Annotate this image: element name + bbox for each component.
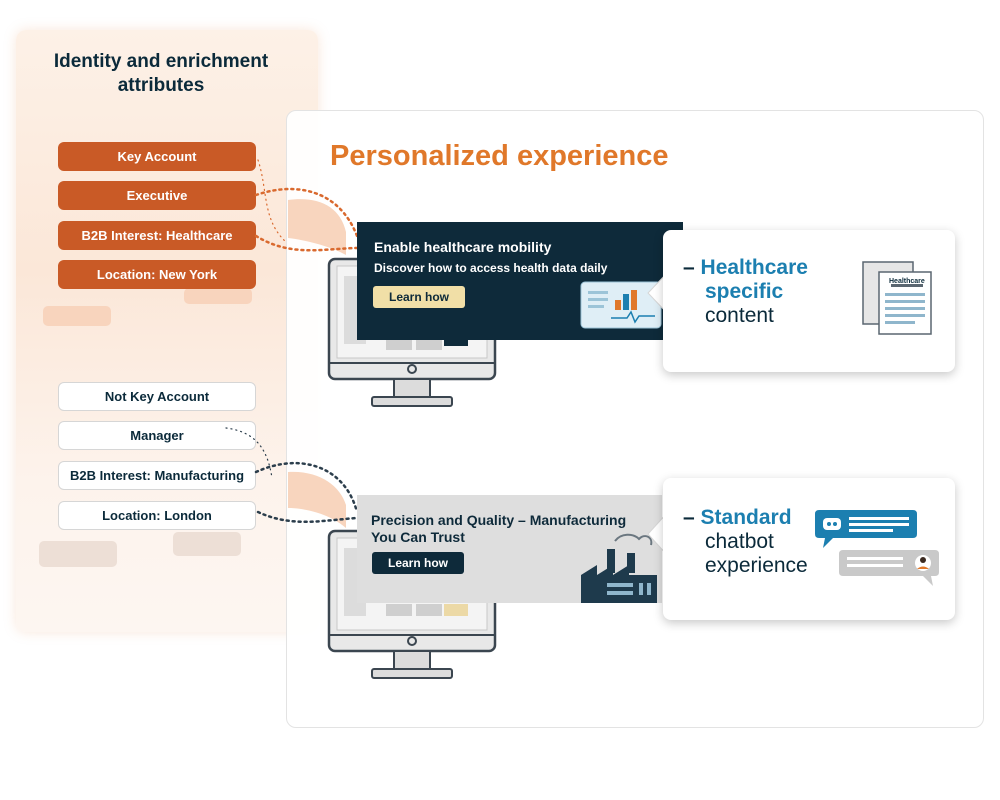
card-healthcare-dash: – <box>683 256 695 279</box>
banner-healthcare-subtitle: Discover how to access health data daily <box>374 261 608 275</box>
banner-manufacturing-title-line1: Precision and Quality – Manufacturing <box>371 512 627 528</box>
attribute-location-new-york: Location: New York <box>58 260 256 289</box>
healthcare-document-icon <box>862 261 932 335</box>
connector-london <box>256 510 359 524</box>
healthcare-document-label: Healthcare <box>889 278 925 285</box>
ghost-shape <box>184 288 252 304</box>
attribute-location-london: Location: London <box>58 501 256 530</box>
card-standard-line1: Standard <box>700 506 792 529</box>
flow-shape-bottom <box>288 471 346 528</box>
connector-manufacturing <box>254 462 359 514</box>
banner-healthcare-learn-how-button[interactable]: Learn how <box>373 286 465 308</box>
connector-manager <box>225 427 273 479</box>
card-standard-dash: – <box>683 506 695 529</box>
factory-icon <box>581 533 657 603</box>
banner-healthcare-title: Enable healthcare mobility <box>374 239 552 255</box>
ghost-shape <box>43 306 111 326</box>
attribute-key-account: Key Account <box>58 142 256 171</box>
connector-key-account <box>257 159 287 243</box>
card-standard-chatbot: – Standard chatbot experience <box>663 478 955 620</box>
attributes-panel <box>16 30 318 632</box>
card-healthcare-line2: specific <box>705 280 784 303</box>
connector-healthcare <box>254 234 362 252</box>
card-standard-line3: experience <box>705 554 808 577</box>
attribute-interest-healthcare: B2B Interest: Healthcare <box>58 221 256 250</box>
chat-bubbles-icon <box>815 510 939 586</box>
banner-manufacturing: Precision and Quality – Manufacturing Yo… <box>357 495 662 603</box>
card-healthcare-line1: Healthcare <box>700 256 808 279</box>
attributes-panel-title: Identity and enrichment attributes <box>53 51 269 96</box>
attribute-manager: Manager <box>58 421 256 450</box>
banner-healthcare: Enable healthcare mobility Discover how … <box>357 222 683 340</box>
card-healthcare-text: – Healthcare specific content <box>683 256 808 328</box>
flow-shape-top <box>288 199 346 255</box>
banner-manufacturing-title-line2: You Can Trust <box>371 529 465 545</box>
ghost-shape <box>39 541 117 567</box>
attribute-interest-manufacturing: B2B Interest: Manufacturing <box>58 461 256 490</box>
banner-manufacturing-learn-how-button[interactable]: Learn how <box>372 552 464 574</box>
card-healthcare-content: – Healthcare specific content Healthcare <box>663 230 955 372</box>
personalized-experience-title: Personalized experience <box>330 140 669 172</box>
attribute-not-key-account: Not Key Account <box>58 382 256 411</box>
connector-executive <box>254 187 362 247</box>
attribute-executive: Executive <box>58 181 256 210</box>
card-healthcare-line3: content <box>705 304 774 327</box>
card-standard-text: – Standard chatbot experience <box>683 506 808 578</box>
ghost-shape <box>173 532 241 556</box>
card-standard-line2: chatbot <box>705 530 774 553</box>
